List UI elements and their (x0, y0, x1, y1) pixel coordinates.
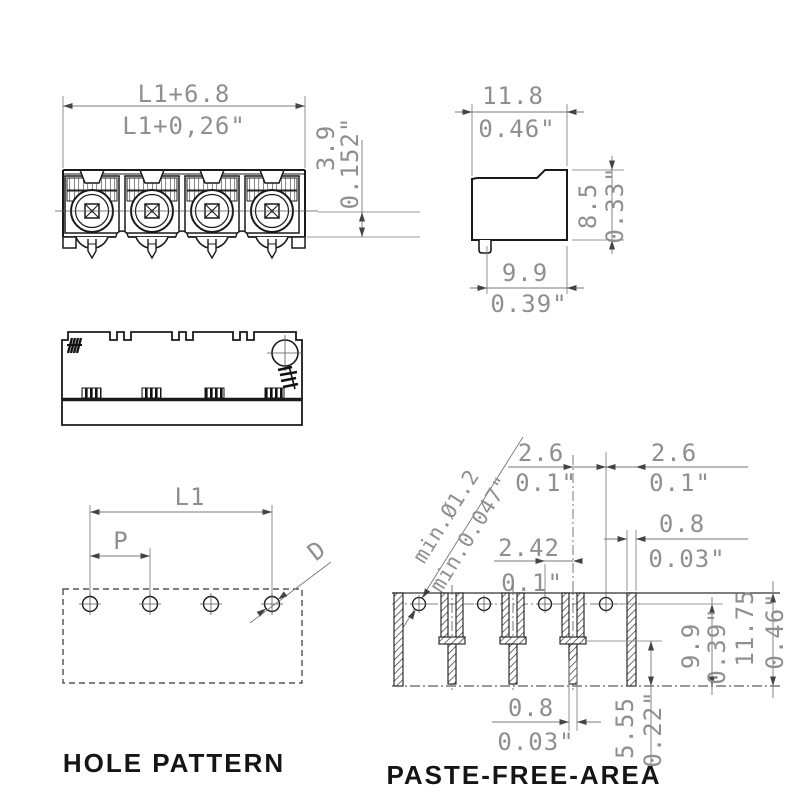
flange-hole (267, 335, 303, 371)
hole-span-label: L1 (175, 483, 206, 511)
pin-section-2 (499, 584, 527, 693)
rear-view (61, 331, 303, 426)
side-depth-inch: 0.39" (490, 290, 567, 318)
terminal-pole-2 (124, 169, 180, 259)
pfa-pad-offset-mm: 2.42 (498, 534, 560, 562)
pin-section-3 (559, 584, 587, 693)
pfa-hole-3 (535, 594, 555, 614)
pfa-stem-width-inch: 0.03" (497, 728, 574, 756)
smt-pad-1 (81, 387, 102, 399)
smt-pad-3 (204, 387, 225, 399)
front-height-inch: 0.152" (336, 117, 364, 210)
side-depth-mm: 9.9 (502, 259, 548, 287)
terminal-pole-3 (184, 169, 240, 259)
pfa-stem-width-mm: 0.8 (508, 694, 554, 722)
pfa-pad-offset-inch: 0.1" (501, 569, 563, 597)
paste-free-strip-left (393, 592, 404, 687)
side-width-mm: 11.8 (482, 82, 544, 110)
pin-section-1 (438, 584, 466, 693)
front-height-mm: 3.9 (312, 125, 340, 171)
front-view: L1+6.8 L1+0,26" 3.9 0.152" (55, 80, 420, 259)
paste-free-area-view: 2.6 0.1" 2.6 0.1" 0.8 0.03" 2.42 0.1" mi… (386, 436, 789, 790)
pfa-hole-2 (474, 594, 494, 614)
hole-pattern-view: L1 P D HOLE PATTERN (62, 483, 332, 778)
pfa-left-clearance-inch: 0.1" (515, 469, 577, 497)
pcb-outline-dashed (62, 588, 303, 684)
pfa-hole-4 (596, 594, 616, 614)
molded-markings (277, 365, 299, 390)
manufacturer-logo (66, 337, 83, 354)
mount-hole-3 (199, 592, 223, 616)
side-body (471, 169, 568, 241)
side-solder-pin (478, 240, 492, 254)
bottom-notches (115, 230, 249, 240)
hole-pattern-title: HOLE PATTERN (63, 748, 285, 778)
front-width-mm: L1+6.8 (138, 80, 231, 108)
paste-free-strip-right (626, 592, 637, 687)
side-height-inch: 0.33" (601, 166, 629, 243)
right-foot (291, 236, 306, 249)
pfa-total-height-mm: 11.75 (731, 589, 759, 666)
pfa-edge-strip-mm: 0.8 (659, 510, 705, 538)
mount-hole-1 (78, 592, 102, 616)
hole-pitch-label: P (113, 527, 128, 555)
paste-free-area-title: PASTE-FREE-AREA (386, 760, 661, 790)
pfa-hole-height-inch: 0.39" (703, 607, 731, 684)
pfa-hole-1 (409, 594, 429, 614)
pfa-solder-height-inch: 0.22" (639, 690, 667, 767)
side-view: 11.8 0.46" 8.5 0.33" 9.9 0.39" (455, 82, 629, 318)
mount-hole-2 (138, 592, 162, 616)
pfa-right-clearance-inch: 0.1" (649, 469, 711, 497)
front-width-inch: L1+0,26" (122, 112, 246, 140)
rear-base-slab (61, 400, 303, 426)
smt-pad-4 (264, 387, 285, 399)
pfa-edge-strip-inch: 0.03" (648, 545, 725, 573)
pfa-solder-height-mm: 5.55 (611, 697, 639, 759)
pfa-left-clearance-mm: 2.6 (518, 439, 564, 467)
terminal-pole-4 (244, 169, 300, 259)
pfa-right-clearance-mm: 2.6 (651, 439, 697, 467)
side-height-mm: 8.5 (574, 183, 602, 229)
side-width-inch: 0.46" (478, 115, 555, 143)
rear-body-outline (61, 331, 303, 400)
pfa-hole-height-mm: 9.9 (677, 623, 705, 669)
hole-diameter-label: D (302, 535, 331, 567)
smt-pad-2 (141, 387, 162, 399)
left-foot (62, 236, 77, 249)
pfa-total-height-inch: 0.46" (761, 592, 789, 669)
